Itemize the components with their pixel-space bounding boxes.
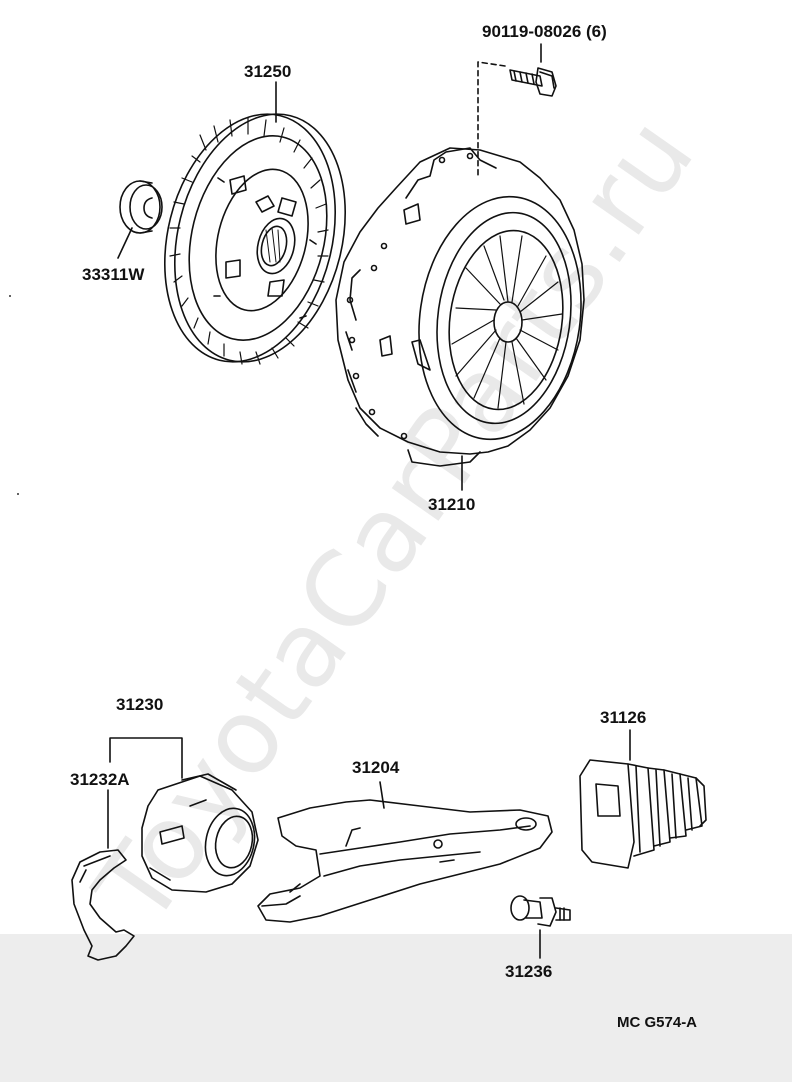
- pilot-bearing-leader: [117, 227, 133, 259]
- catalog-code: MC G574-A: [617, 1014, 698, 1031]
- label-pilot-bearing[interactable]: 33311W: [82, 265, 145, 284]
- label-hub-clip[interactable]: 31232A: [70, 770, 130, 789]
- label-release-bearing[interactable]: 31230: [116, 695, 164, 714]
- label-clutch-disc[interactable]: 31250: [244, 62, 292, 81]
- hub-clip-drawing[interactable]: [71, 849, 135, 961]
- label-bolt[interactable]: 90119-08026 (6): [482, 22, 607, 41]
- background-band: [0, 934, 792, 1082]
- fork-boot-drawing[interactable]: [579, 729, 707, 869]
- label-clutch-cover[interactable]: 31210: [428, 495, 476, 514]
- clutch-cover-drawing[interactable]: [335, 147, 596, 491]
- ball-stud-drawing[interactable]: [510, 895, 571, 959]
- bolt-drawing[interactable]: [509, 67, 557, 97]
- label-release-fork[interactable]: 31204: [352, 758, 400, 777]
- release-bearing-drawing[interactable]: [141, 773, 261, 893]
- label-fork-boot[interactable]: 31126: [600, 708, 647, 727]
- pilot-bearing-drawing[interactable]: [117, 180, 163, 259]
- bolt-dashed-leader: [477, 61, 506, 176]
- clutch-disc-drawing[interactable]: [140, 81, 370, 380]
- release-fork-leader: [379, 781, 385, 809]
- label-ball-stud[interactable]: 31236: [505, 962, 553, 981]
- bracket-31230: [109, 737, 183, 779]
- release-fork-drawing[interactable]: [257, 781, 553, 923]
